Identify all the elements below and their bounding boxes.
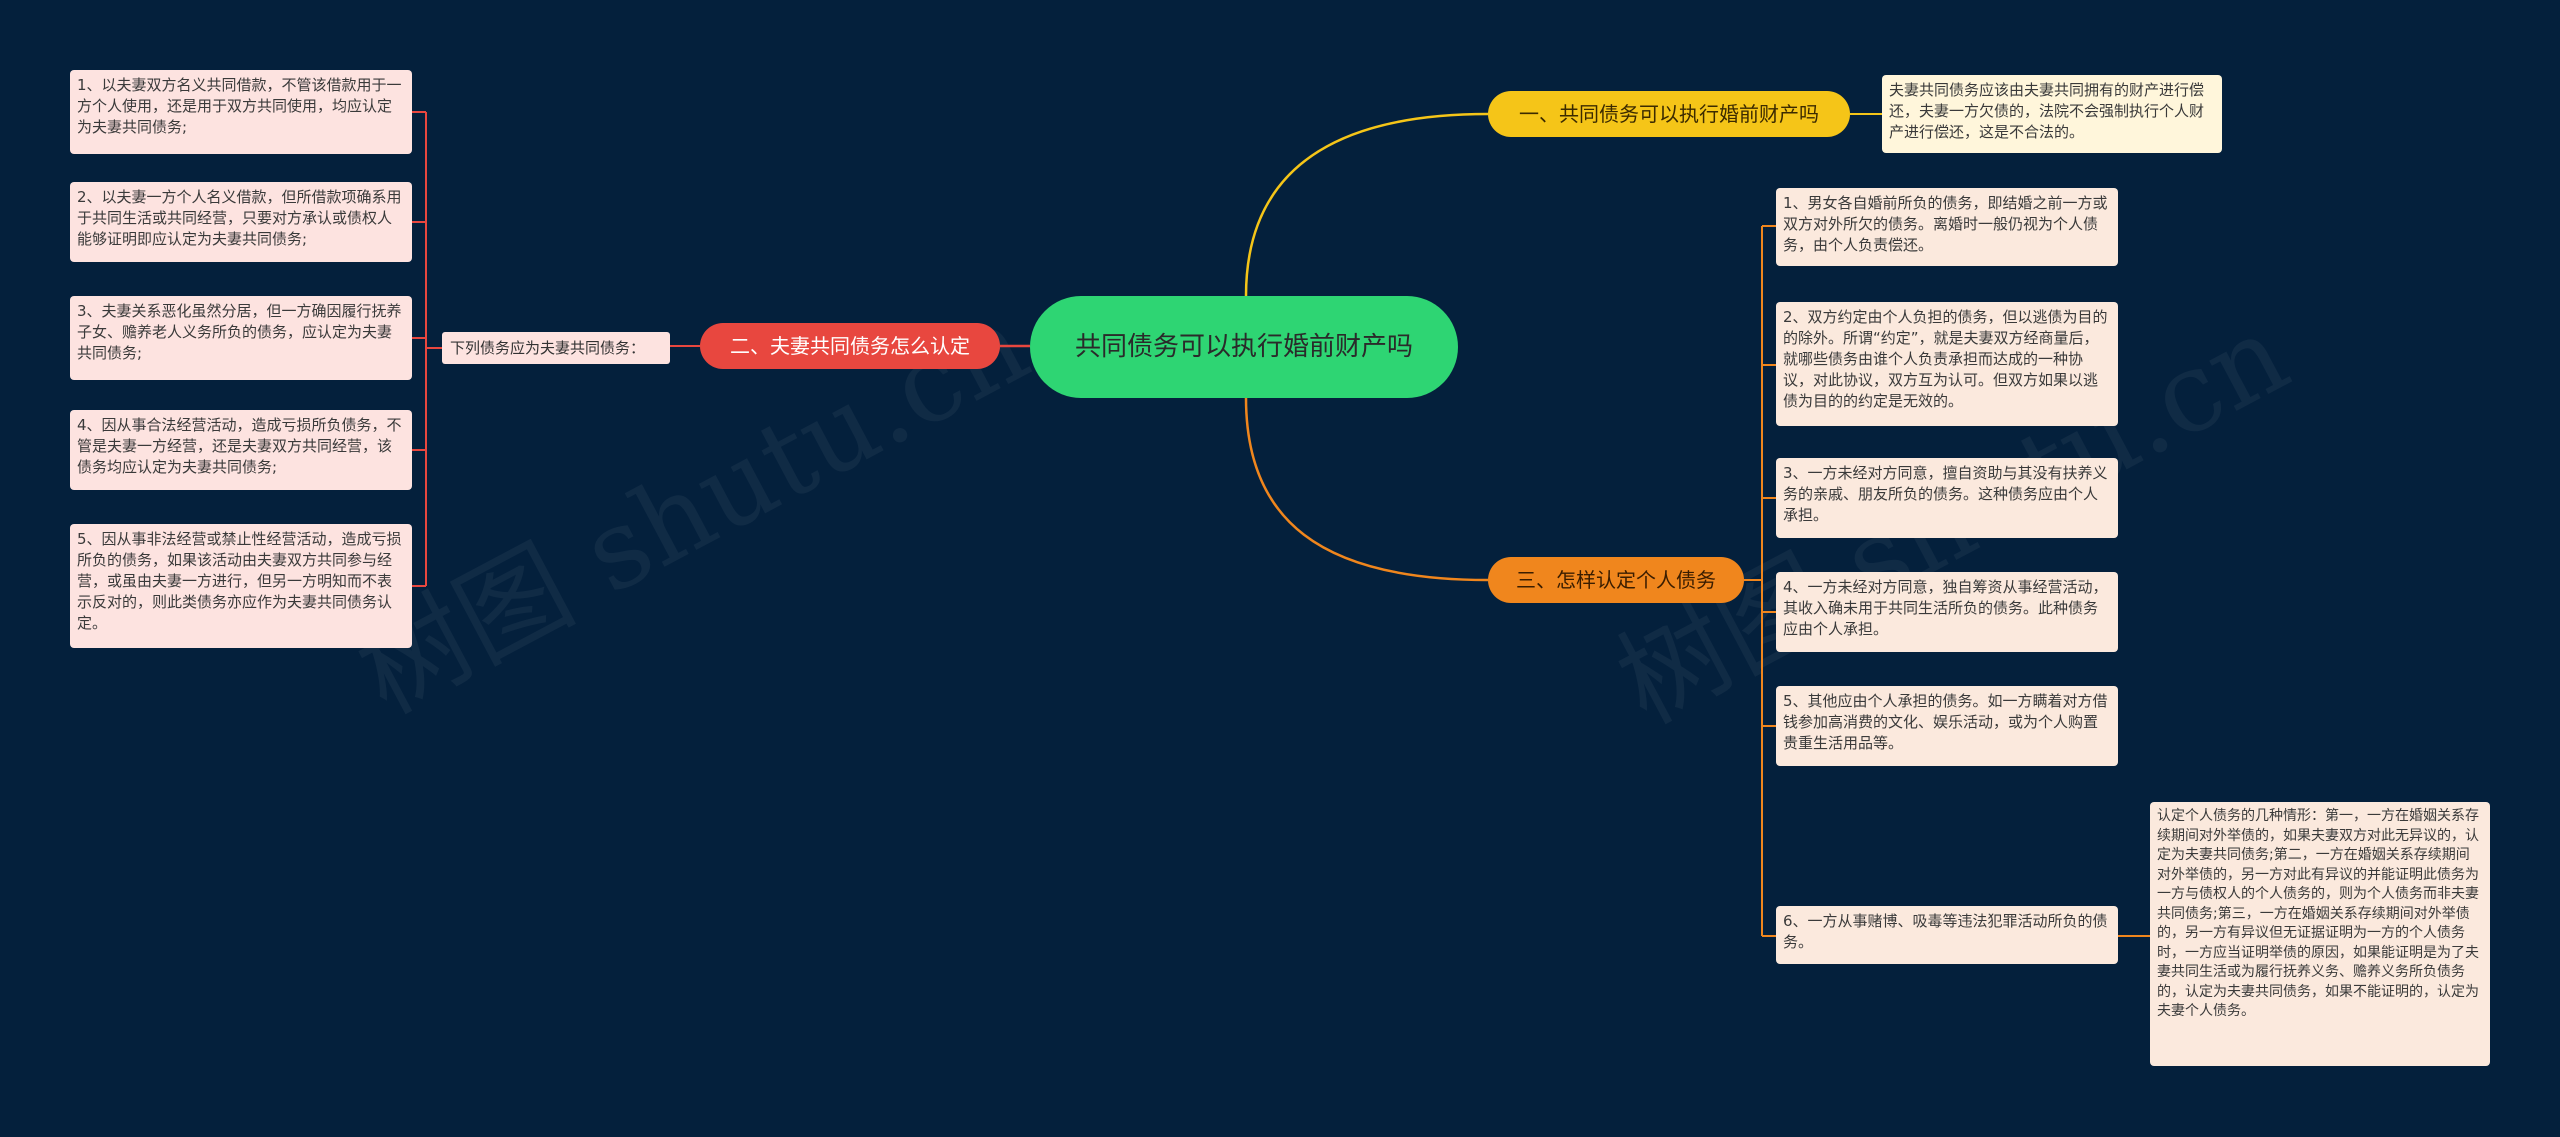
branch-3-leaf-5[interactable]: 5、其他应由个人承担的债务。如一方瞒着对方借钱参加高消费的文化、娱乐活动，或为个…: [1776, 686, 2118, 766]
branch-2-leaf-1[interactable]: 1、以夫妻双方名义共同借款，不管该借款用于一方个人使用，还是用于双方共同使用，均…: [70, 70, 412, 154]
root-topic-label: 共同债务可以执行婚前财产吗: [1074, 332, 1413, 362]
branch-3-leaf-1[interactable]: 1、男女各自婚前所负的债务，即结婚之前一方或双方对外所欠的债务。离婚时一般仍视为…: [1776, 188, 2118, 266]
edge-sub-leaves: [412, 111, 442, 587]
branch-2-leaf-5[interactable]: 5、因从事非法经营或禁止性经营活动，造成亏损所负的债务，如果该活动由夫妻双方共同…: [70, 524, 412, 648]
branch-3-leaf-2[interactable]: 2、双方约定由个人负担的债务，但以逃债为目的的除外。所谓“约定”，就是夫妻双方经…: [1776, 302, 2118, 426]
branch-2-leaf-4[interactable]: 4、因从事合法经营活动，造成亏损所负债务，不管是夫妻一方经营，还是夫妻双方共同经…: [70, 410, 412, 490]
branch-2-leaf-2[interactable]: 2、以夫妻一方个人名义借款，但所借款项确系用于共同生活或共同经营，只要对方承认或…: [70, 182, 412, 262]
branch-3-leaf-6-detail[interactable]: 认定个人债务的几种情形：第一，一方在婚姻关系存续期间对外举债的，如果夫妻双方对此…: [2150, 802, 2490, 1066]
branch-1-topic[interactable]: 一、共同债务可以执行婚前财产吗: [1488, 91, 1850, 137]
branch-2-leaf-3[interactable]: 3、夫妻关系恶化虽然分居，但一方确因履行抚养子女、赡养老人义务所负的债务，应认定…: [70, 296, 412, 380]
branch-2-topic[interactable]: 二、夫妻共同债务怎么认定: [700, 323, 1000, 369]
edge-root-branch1: [1244, 112, 1489, 297]
edge-branch3-leaves: [1744, 225, 1776, 937]
root-topic[interactable]: 共同债务可以执行婚前财产吗: [1030, 296, 1458, 398]
branch-3-leaf-6[interactable]: 6、一方从事赌博、吸毒等违法犯罪活动所负的债务。: [1776, 906, 2118, 964]
branch-3-leaf-3[interactable]: 3、一方未经对方同意，擅自资助与其没有扶养义务的亲戚、朋友所负的债务。这种债务应…: [1776, 458, 2118, 538]
branch-3-leaf-4[interactable]: 4、一方未经对方同意，独自筹资从事经营活动，其收入确未用于共同生活所负的债务。此…: [1776, 572, 2118, 652]
branch-3-topic[interactable]: 三、怎样认定个人债务: [1488, 557, 1744, 603]
branch-2-subtopic[interactable]: 下列债务应为夫妻共同债务：: [442, 332, 670, 364]
edge-root-branch3: [1244, 397, 1489, 582]
branch-1-leaf[interactable]: 夫妻共同债务应该由夫妻共同拥有的财产进行偿还，夫妻一方欠债的，法院不会强制执行个…: [1882, 75, 2222, 153]
